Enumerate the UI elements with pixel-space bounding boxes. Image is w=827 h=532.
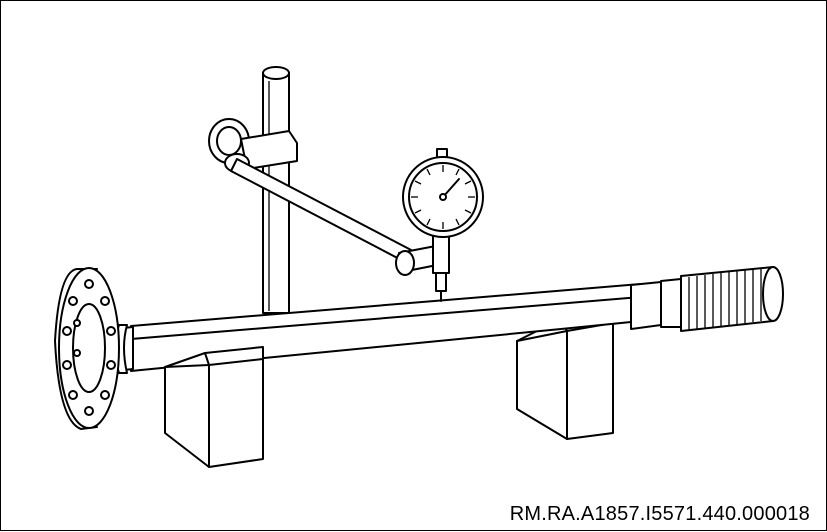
front-v-block	[164, 346, 264, 468]
rear-v-block	[516, 318, 614, 440]
dial-needle	[442, 178, 460, 198]
spline-teeth	[688, 268, 762, 330]
indicator-arm	[230, 158, 414, 264]
stand-clamp	[208, 118, 298, 173]
dial-scale-ticks	[411, 165, 475, 229]
wheel-flange	[54, 267, 120, 430]
dial-indicator	[402, 148, 484, 302]
figure-reference-code: RM.RA.A1857.I5571.440.000018	[509, 503, 810, 525]
flange-bolt-holes	[62, 279, 116, 416]
